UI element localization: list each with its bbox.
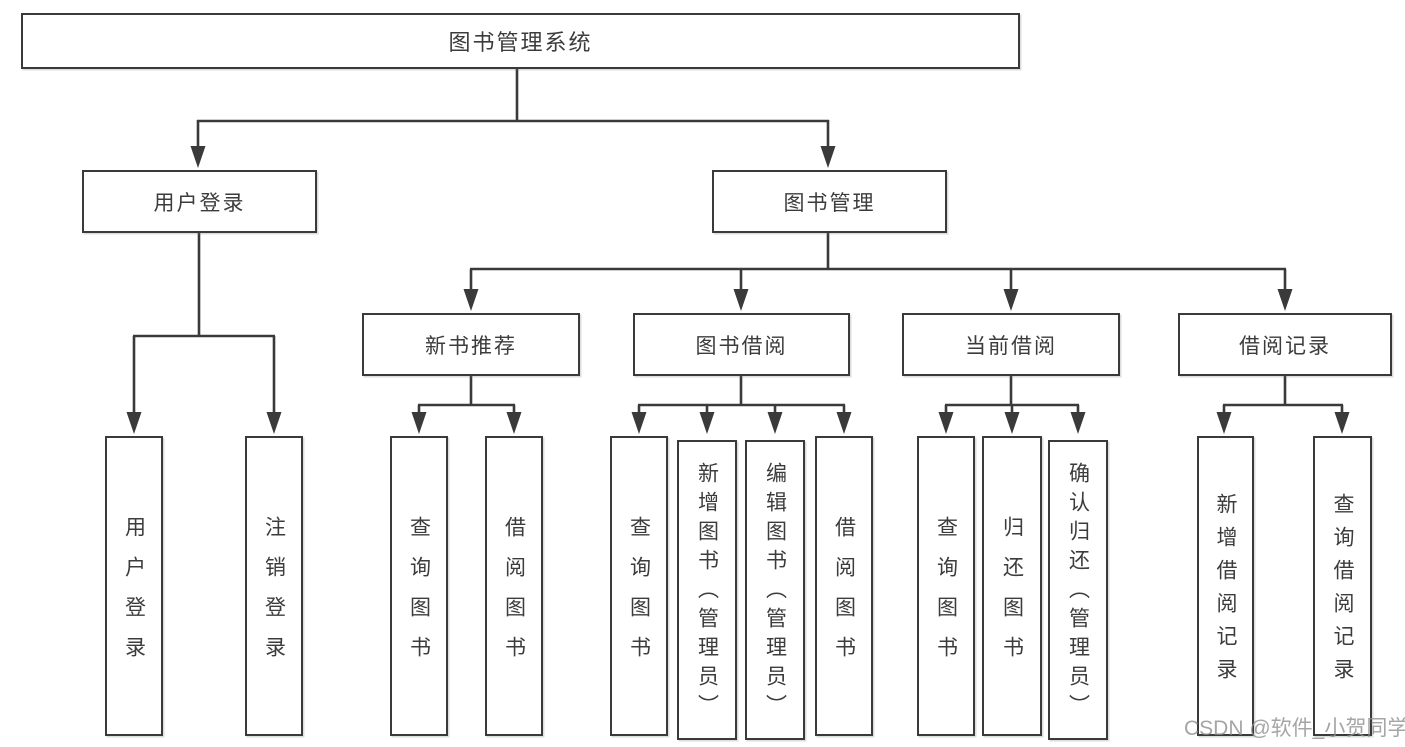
leaf-query-books-recommend-label: 查询图书 [407, 515, 431, 676]
leaf-query-books-recommend: 查询图书 [390, 436, 448, 736]
leaf-logout-label: 注销登录 [262, 515, 286, 676]
connector-book-borrowing-branch [637, 376, 846, 413]
leaf-add-books-admin-label: 新增图书（管理员） [695, 461, 719, 723]
leaf-borrow-books-recommend-label: 借阅图书 [502, 515, 526, 676]
leaf-query-borrow-record-label: 查询借阅记录 [1331, 493, 1354, 691]
leaf-logout: 注销登录 [245, 436, 303, 736]
leaf-add-books-admin: 新增图书（管理员） [677, 440, 737, 740]
node-library-management-system: 图书管理系统 [21, 13, 1020, 69]
connector-current-borrowing-branch [944, 376, 1080, 413]
leaf-confirm-return-admin: 确认归还（管理员） [1048, 440, 1108, 740]
connector-root-to-level2 [196, 69, 830, 147]
leaf-query-borrow-record: 查询借阅记录 [1313, 436, 1372, 736]
leaf-query-books-borrowing-label: 查询图书 [627, 515, 651, 676]
connector-new-book-recommendation-branch [417, 376, 516, 413]
leaf-query-books-borrowing: 查询图书 [610, 436, 668, 736]
node-book-borrowing: 图书借阅 [633, 313, 850, 376]
node-user-login: 用户登录 [82, 170, 317, 233]
leaf-user-login: 用户登录 [105, 436, 163, 736]
leaf-edit-books-admin-label: 编辑图书（管理员） [763, 461, 787, 723]
arrowheads [126, 146, 1350, 434]
leaf-borrow-books-recommend: 借阅图书 [485, 436, 543, 736]
connector-user-login-branch [132, 233, 276, 413]
leaf-borrow-books-borrowing: 借阅图书 [815, 436, 873, 736]
csdn-watermark: CSDN @软件_小贺同学 [1184, 717, 1405, 740]
connector-borrowing-records-branch [1222, 376, 1344, 413]
leaf-edit-books-admin: 编辑图书（管理员） [745, 440, 805, 740]
node-book-management: 图书管理 [712, 170, 947, 233]
node-current-borrowing: 当前借阅 [902, 313, 1120, 376]
leaf-query-books-current-label: 查询图书 [934, 515, 958, 676]
leaf-borrow-books-borrowing-label: 借阅图书 [832, 515, 856, 676]
connector-book-management-branch [469, 233, 1287, 290]
leaf-query-books-current: 查询图书 [917, 436, 975, 736]
leaf-confirm-return-admin-label: 确认归还（管理员） [1066, 461, 1090, 723]
node-new-book-recommendation: 新书推荐 [362, 313, 580, 376]
node-borrowing-records: 借阅记录 [1178, 313, 1392, 376]
leaf-return-books: 归还图书 [982, 436, 1042, 736]
leaf-return-books-label: 归还图书 [1000, 515, 1024, 676]
leaf-user-login-label: 用户登录 [122, 515, 146, 676]
leaf-add-borrow-record-label: 新增借阅记录 [1214, 493, 1237, 691]
leaf-add-borrow-record: 新增借阅记录 [1197, 436, 1254, 736]
